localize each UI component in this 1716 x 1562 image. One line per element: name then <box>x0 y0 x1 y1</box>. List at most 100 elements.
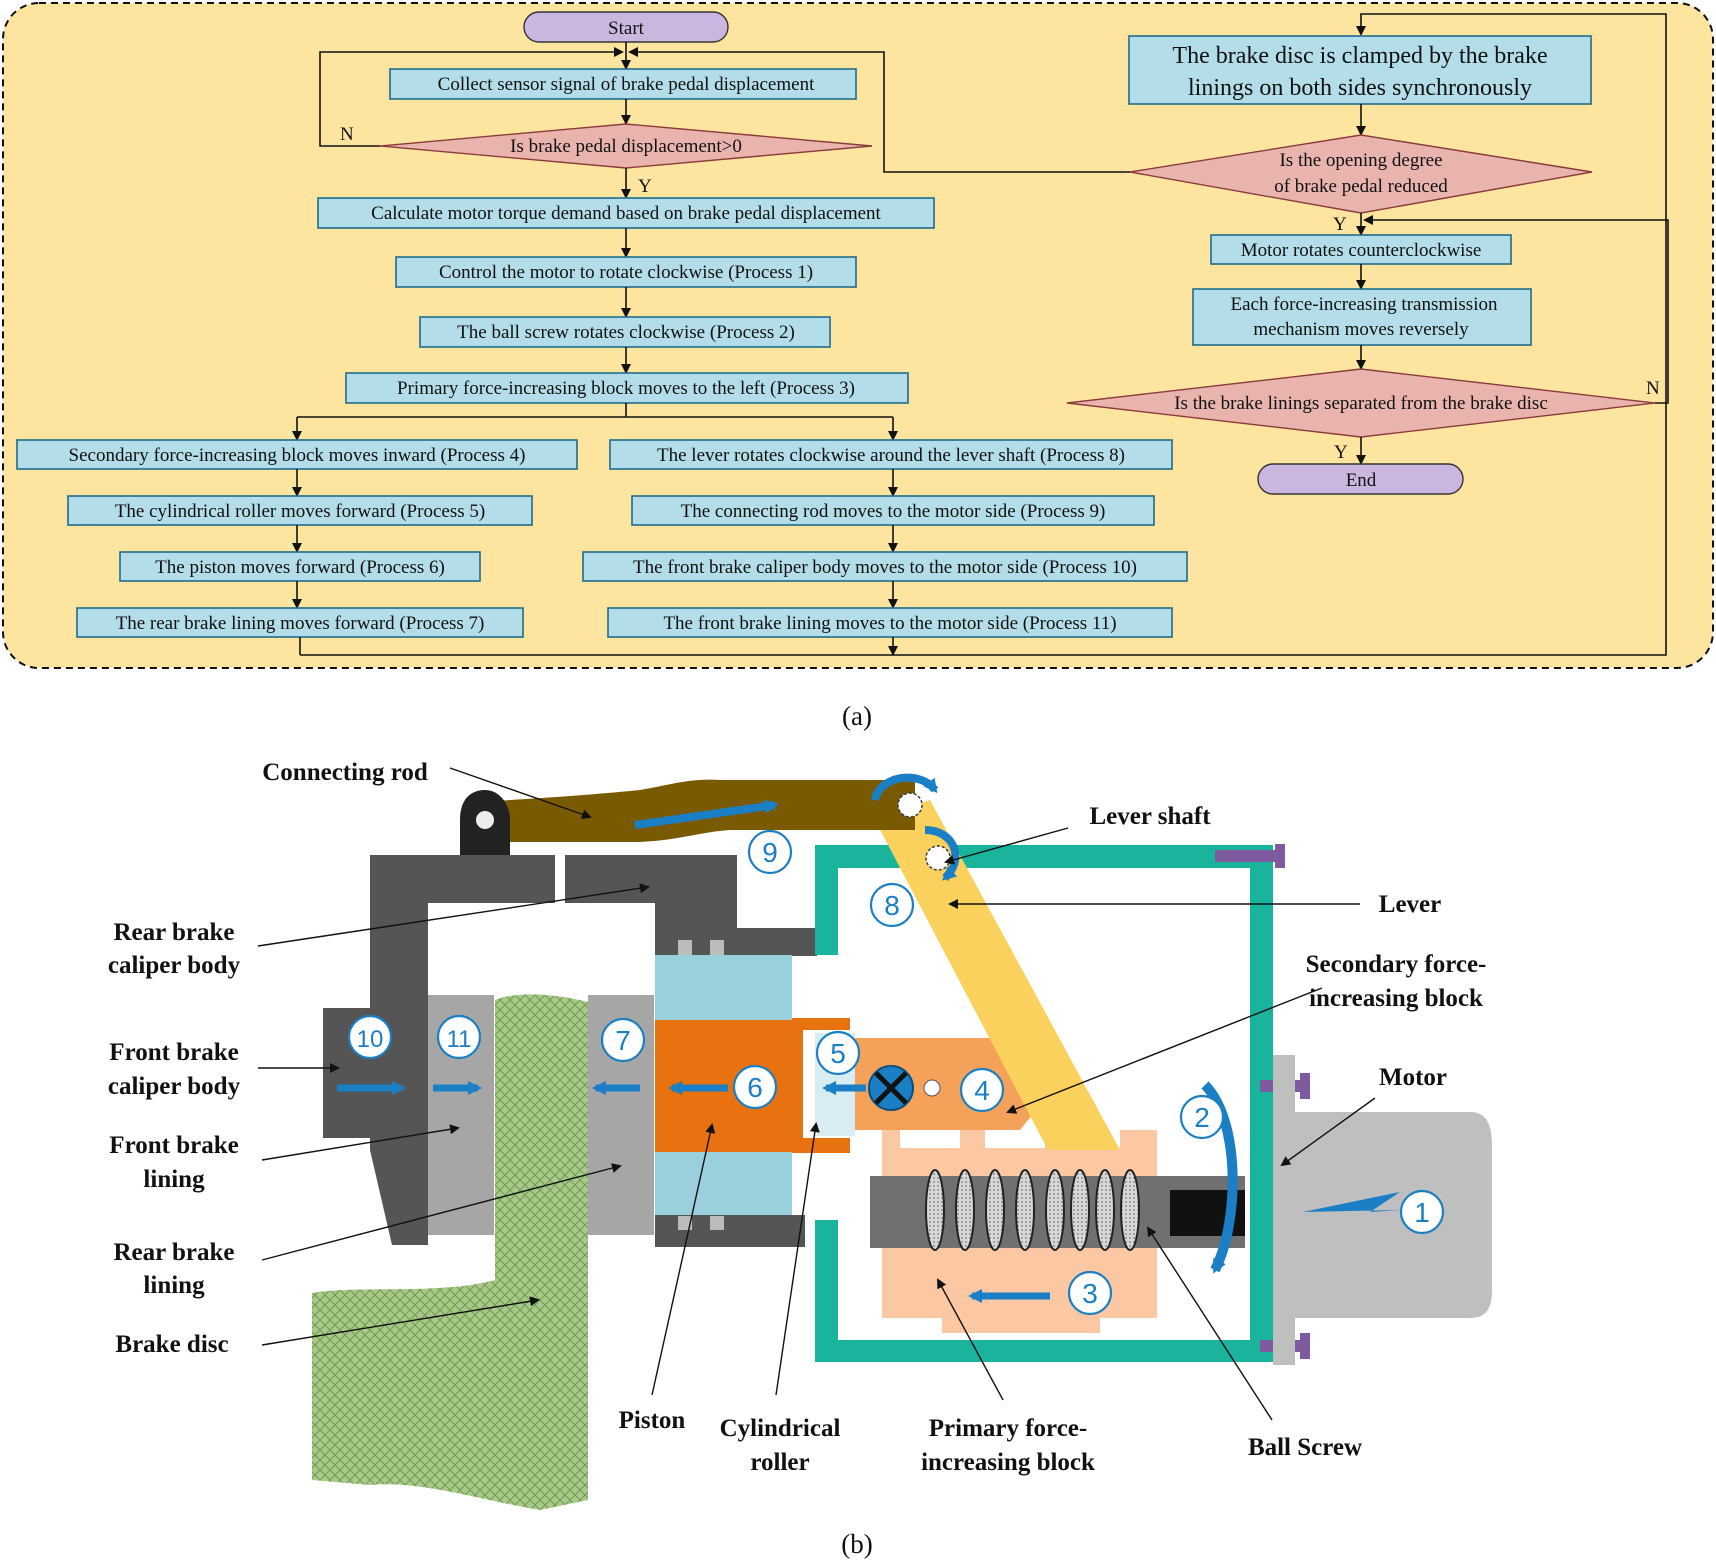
rod-eye-hole <box>476 811 494 829</box>
process-8-box <box>609 439 1173 470</box>
motor-ccw-box <box>1210 234 1512 265</box>
process-numbers: 1 2 3 4 5 6 7 8 9 10 11 <box>347 829 1445 1316</box>
label-front-lining-1: Front brake <box>109 1132 238 1159</box>
process-11-label: The front brake lining moves to the moto… <box>663 613 1116 634</box>
process-4-box <box>16 439 578 470</box>
process-5-box <box>67 495 533 526</box>
process-number-8: 8 <box>884 890 900 921</box>
caliper-stud-3 <box>678 1216 692 1230</box>
calc-box <box>317 197 935 229</box>
label-primary-2: increasing block <box>921 1449 1095 1476</box>
process-1-box <box>395 256 857 288</box>
clamped-box <box>1128 35 1592 105</box>
process-3-label: Primary force-increasing block moves to … <box>397 378 855 399</box>
arrow-motor-input <box>1303 1192 1400 1212</box>
decision-pedal-label: Is brake pedal displacement>0 <box>510 136 742 157</box>
label-lever-shaft: Lever shaft <box>1089 803 1211 830</box>
yes-label-2: Y <box>1333 214 1347 235</box>
process-3-box <box>345 372 909 404</box>
lever-shaft <box>925 845 951 871</box>
rear-caliper-body <box>370 855 555 1245</box>
process-number-9-circle <box>747 829 793 875</box>
motor-ccw-label: Motor rotates counterclockwise <box>1241 240 1482 261</box>
process-number-6-circle <box>732 1064 778 1110</box>
roller-cross-icon <box>874 1071 908 1105</box>
label-lever: Lever <box>1379 891 1441 918</box>
caption-b: (b) <box>841 1529 872 1559</box>
process-7-label: The rear brake lining moves forward (Pro… <box>116 613 485 634</box>
decision-opening-label-1: Is the opening degree <box>1279 150 1442 171</box>
collect-box <box>389 68 857 100</box>
motor-body <box>1295 1112 1492 1318</box>
process-number-5-circle <box>815 1030 861 1076</box>
process-2-label: The ball screw rotates clockwise (Proces… <box>457 322 795 343</box>
motor-flange <box>1273 1055 1295 1365</box>
bolt-bot-head <box>1300 1333 1310 1359</box>
process-number-4: 4 <box>974 1075 990 1106</box>
process-2-box <box>419 316 831 348</box>
label-secondary-2: increasing block <box>1309 985 1483 1012</box>
reverse-label-1: Each force-increasing transmission <box>1231 294 1498 315</box>
start-label: Start <box>608 18 645 39</box>
process-1-label: Control the motor to rotate clockwise (P… <box>439 262 813 283</box>
piston-yoke <box>792 1018 850 1153</box>
lever <box>875 800 1120 1150</box>
reverse-box <box>1192 288 1532 346</box>
collect-label: Collect sensor signal of brake pedal dis… <box>438 74 815 95</box>
process-number-10-circle <box>347 1014 393 1060</box>
process-number-6: 6 <box>747 1072 763 1103</box>
ball-screw-spring <box>925 1169 1140 1251</box>
process-8-label: The lever rotates clockwise around the l… <box>657 445 1125 466</box>
caliper-stud-1 <box>678 940 692 956</box>
bolt-top <box>1215 850 1275 862</box>
bolt-mid-head <box>1300 1073 1310 1099</box>
process-9-label: The connecting rod moves to the motor si… <box>681 501 1106 522</box>
end-terminal <box>1257 463 1464 495</box>
caliper-stud-4 <box>710 1216 724 1230</box>
no-label-1: N <box>340 124 354 145</box>
calc-label: Calculate motor torque demand based on b… <box>371 203 881 224</box>
connecting-rod <box>470 779 915 842</box>
label-connecting-rod: Connecting rod <box>262 759 428 786</box>
process-number-4-circle <box>959 1067 1005 1113</box>
label-roller-2: roller <box>750 1449 809 1476</box>
label-motor: Motor <box>1379 1064 1447 1091</box>
decision-opening-label-2: of brake pedal reduced <box>1274 176 1448 197</box>
process-number-3-circle <box>1067 1270 1113 1316</box>
yes-label-1: Y <box>638 176 652 197</box>
end-label: End <box>1346 470 1377 491</box>
label-secondary-1: Secondary force- <box>1306 951 1487 978</box>
label-ball-screw: Ball Screw <box>1248 1434 1362 1461</box>
label-rear-lining-2: lining <box>143 1272 205 1299</box>
process-number-10: 10 <box>357 1026 384 1053</box>
process-number-8-circle <box>869 882 915 928</box>
process-number-1: 1 <box>1414 1197 1430 1228</box>
arrow-lever-shaft-rotation <box>924 826 960 881</box>
arrow-lever-top-rotation <box>871 773 939 802</box>
process-number-1-circle <box>1399 1189 1445 1235</box>
process-number-11-circle <box>436 1014 482 1060</box>
leader-lines <box>257 767 1376 1421</box>
process-number-7: 7 <box>615 1025 631 1056</box>
process-10-label: The front brake caliper body moves to th… <box>633 557 1137 578</box>
reverse-label-2: mechanism moves reversely <box>1253 319 1469 340</box>
label-rear-caliper-1: Rear brake <box>113 919 234 946</box>
clamped-label-1: The brake disc is clamped by the brake <box>1172 43 1547 69</box>
label-brake-disc: Brake disc <box>115 1331 228 1358</box>
rear-caliper-right <box>655 855 737 955</box>
process-4-label: Secondary force-increasing block moves i… <box>69 445 526 466</box>
caliper-bottom <box>655 1215 805 1247</box>
label-front-caliper-2: caliper body <box>108 1073 241 1100</box>
process-number-7-circle <box>600 1017 646 1063</box>
roller-pin <box>923 1079 941 1097</box>
lever-pivot-top <box>897 792 923 818</box>
process-number-3: 3 <box>1082 1278 1098 1309</box>
process-number-2: 2 <box>1194 1102 1210 1133</box>
process-number-9: 9 <box>762 837 778 868</box>
process-6-box <box>119 551 481 582</box>
process-9-box <box>631 495 1155 526</box>
decision-opening <box>1129 134 1593 214</box>
label-primary-1: Primary force- <box>929 1415 1087 1442</box>
process-number-5: 5 <box>830 1038 846 1069</box>
